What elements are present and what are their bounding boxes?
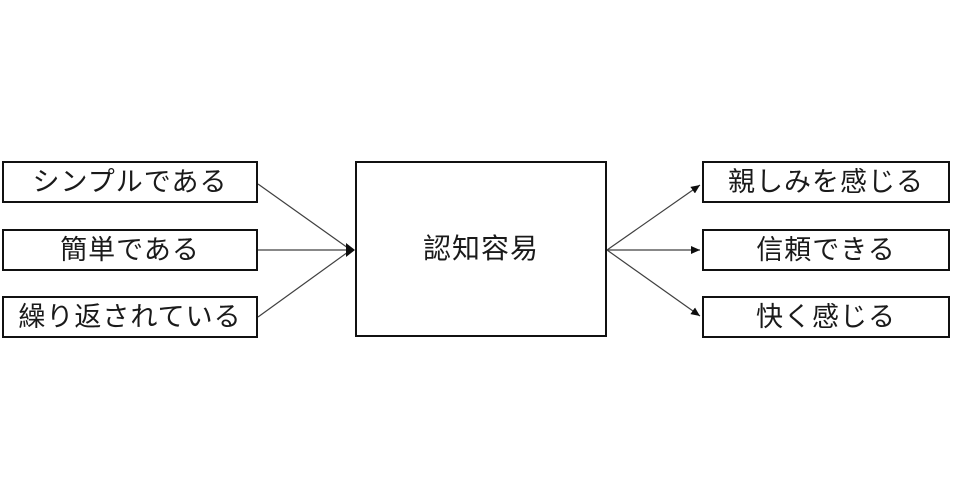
node-repeated: 繰り返されている bbox=[2, 296, 258, 338]
node-pleasant-label: 快く感じる bbox=[756, 301, 896, 332]
edge-simple-to-center bbox=[257, 183, 349, 249]
node-familiarity: 親しみを感じる bbox=[702, 161, 950, 203]
fan-in-arrowhead-icon bbox=[346, 243, 355, 257]
node-cognitive-ease-label: 認知容易 bbox=[422, 233, 539, 264]
node-simple-label: シンプルである bbox=[32, 166, 228, 197]
node-familiarity-label: 親しみを感じる bbox=[728, 166, 924, 197]
node-pleasant: 快く感じる bbox=[702, 296, 950, 338]
node-simple: シンプルである bbox=[2, 161, 258, 203]
node-trust-label: 信頼できる bbox=[756, 234, 896, 265]
node-cognitive-ease: 認知容易 bbox=[355, 161, 607, 337]
node-repeated-label: 繰り返されている bbox=[18, 301, 242, 332]
edge-center-to-pleasant bbox=[606, 249, 701, 317]
edge-center-to-familiar bbox=[606, 184, 701, 251]
node-easy: 簡単である bbox=[2, 229, 258, 271]
node-easy-label: 簡単である bbox=[60, 234, 200, 265]
edge-repeated-to-center bbox=[257, 251, 349, 318]
node-trust: 信頼できる bbox=[702, 229, 950, 271]
